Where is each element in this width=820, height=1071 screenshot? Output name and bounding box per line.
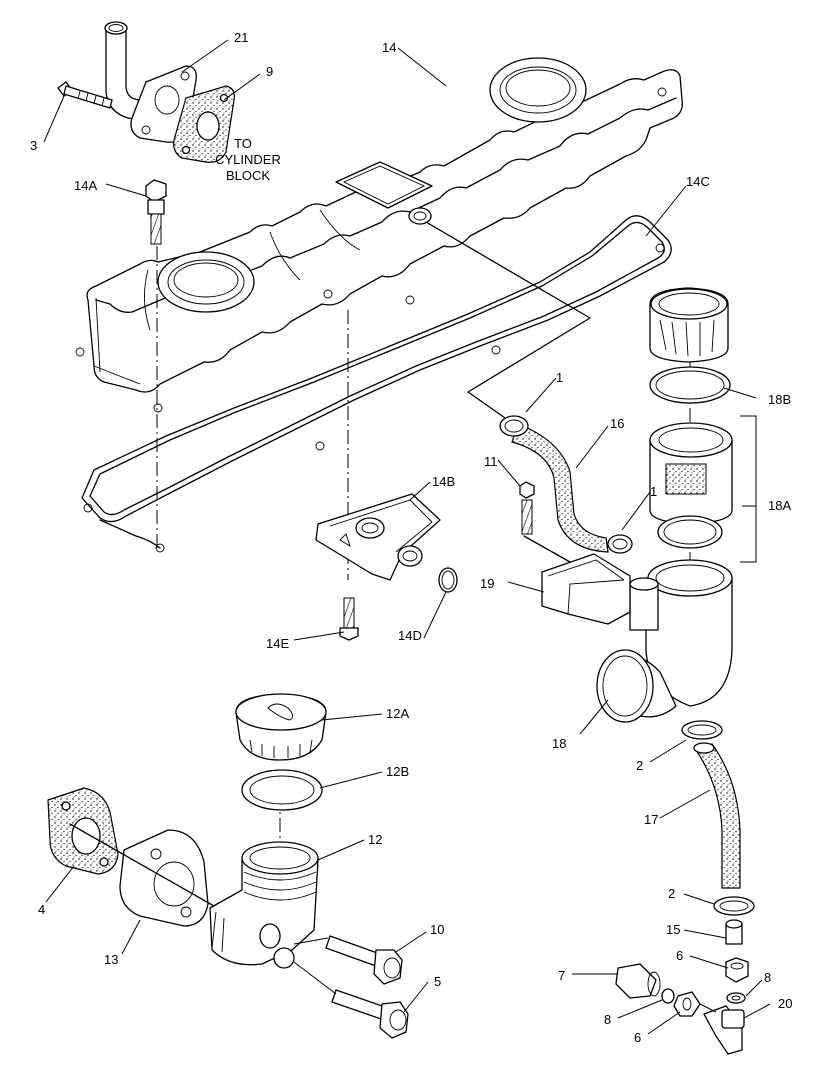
bolt-part-11 (519, 481, 535, 535)
callout-4: 4 (38, 902, 45, 917)
filler-cap-part-12A (235, 693, 327, 761)
callout-14: 14 (382, 40, 396, 55)
callout-leader-lines (43, 39, 771, 1035)
note-line-1: TO (234, 136, 252, 151)
fitting-center-line (699, 1003, 717, 1013)
gasket-center-line (69, 823, 215, 907)
valve-cover-part-14 (75, 57, 683, 413)
callout-8-left: 8 (604, 1012, 611, 1027)
washer-part-8-left (661, 988, 675, 1004)
breather-cap-part-18B (649, 287, 731, 404)
callout-13: 13 (104, 952, 118, 967)
callout-19: 19 (480, 576, 494, 591)
callout-8-right: 8 (764, 970, 771, 985)
filler-neck-part-12 (209, 841, 319, 969)
nut-part-6-lower (673, 991, 701, 1017)
mounting-bracket-part-19 (541, 553, 631, 625)
callout-14C: 14C (686, 174, 710, 189)
drain-hose-part-17 (693, 742, 741, 889)
callout-14A: 14A (74, 178, 97, 193)
callout-21: 21 (234, 30, 248, 45)
hose-clamp-part-1 (607, 534, 633, 554)
breather-hose-part-16 (425, 221, 609, 553)
callout-1-lower: 1 (650, 484, 657, 499)
nut-part-6-upper (725, 957, 749, 983)
bolt-10-center-line (293, 937, 329, 945)
o-ring-part-14D (438, 567, 458, 593)
callout-1-upper: 1 (556, 370, 563, 385)
callout-12A: 12A (386, 706, 409, 721)
callout-6-lower: 6 (634, 1030, 641, 1045)
fitting-part-15 (725, 919, 743, 945)
filter-element-part-18A (649, 422, 733, 549)
callout-6-upper: 6 (676, 948, 683, 963)
callout-10: 10 (430, 922, 444, 937)
callout-7: 7 (558, 968, 565, 983)
callout-11: 11 (484, 454, 498, 469)
callout-2-upper: 2 (636, 758, 643, 773)
bolt-5-center-line (293, 961, 337, 995)
callout-14B: 14B (432, 474, 455, 489)
callout-18A: 18A (768, 498, 791, 513)
hose-clamp-part-2-upper (681, 720, 723, 740)
hose-clamp-part-2-lower (713, 896, 755, 916)
washer-part-8-right (726, 992, 746, 1004)
callout-18B: 18B (768, 392, 791, 407)
bolt-part-14E (339, 597, 359, 641)
callout-14E: 14E (266, 636, 289, 651)
callout-3: 3 (30, 138, 37, 153)
callout-12: 12 (368, 832, 382, 847)
bolt-part-3 (57, 81, 113, 109)
bolt-part-14A (145, 179, 167, 245)
callout-20: 20 (778, 996, 792, 1011)
callout-15: 15 (666, 922, 680, 937)
callout-5: 5 (434, 974, 441, 989)
bolt-part-5 (331, 989, 409, 1039)
breather-housing-part-18 (596, 559, 733, 723)
bracket-part-14B (315, 493, 441, 581)
connector-part-7 (615, 963, 661, 999)
bolt-part-10 (325, 935, 403, 985)
callout-12B: 12B (386, 764, 409, 779)
callout-16: 16 (610, 416, 624, 431)
note-line-3: BLOCK (226, 168, 270, 183)
note-line-2: CYLINDER (215, 152, 281, 167)
callout-17: 17 (644, 812, 658, 827)
cover-gasket-part-14C (81, 215, 672, 553)
callout-labels: 21 9 14 3 14A 14C 1 18B 16 11 1 14B 18A … (30, 30, 792, 1045)
callout-14D: 14D (398, 628, 422, 643)
callout-18: 18 (552, 736, 566, 751)
gasket-part-9 (173, 85, 235, 163)
elbow-fitting-part-20 (703, 1005, 745, 1055)
to-cylinder-block-note: TO CYLINDER BLOCK (215, 136, 281, 183)
callout-9: 9 (266, 64, 273, 79)
seal-part-12B (241, 769, 323, 811)
callout-2-lower: 2 (668, 886, 675, 901)
